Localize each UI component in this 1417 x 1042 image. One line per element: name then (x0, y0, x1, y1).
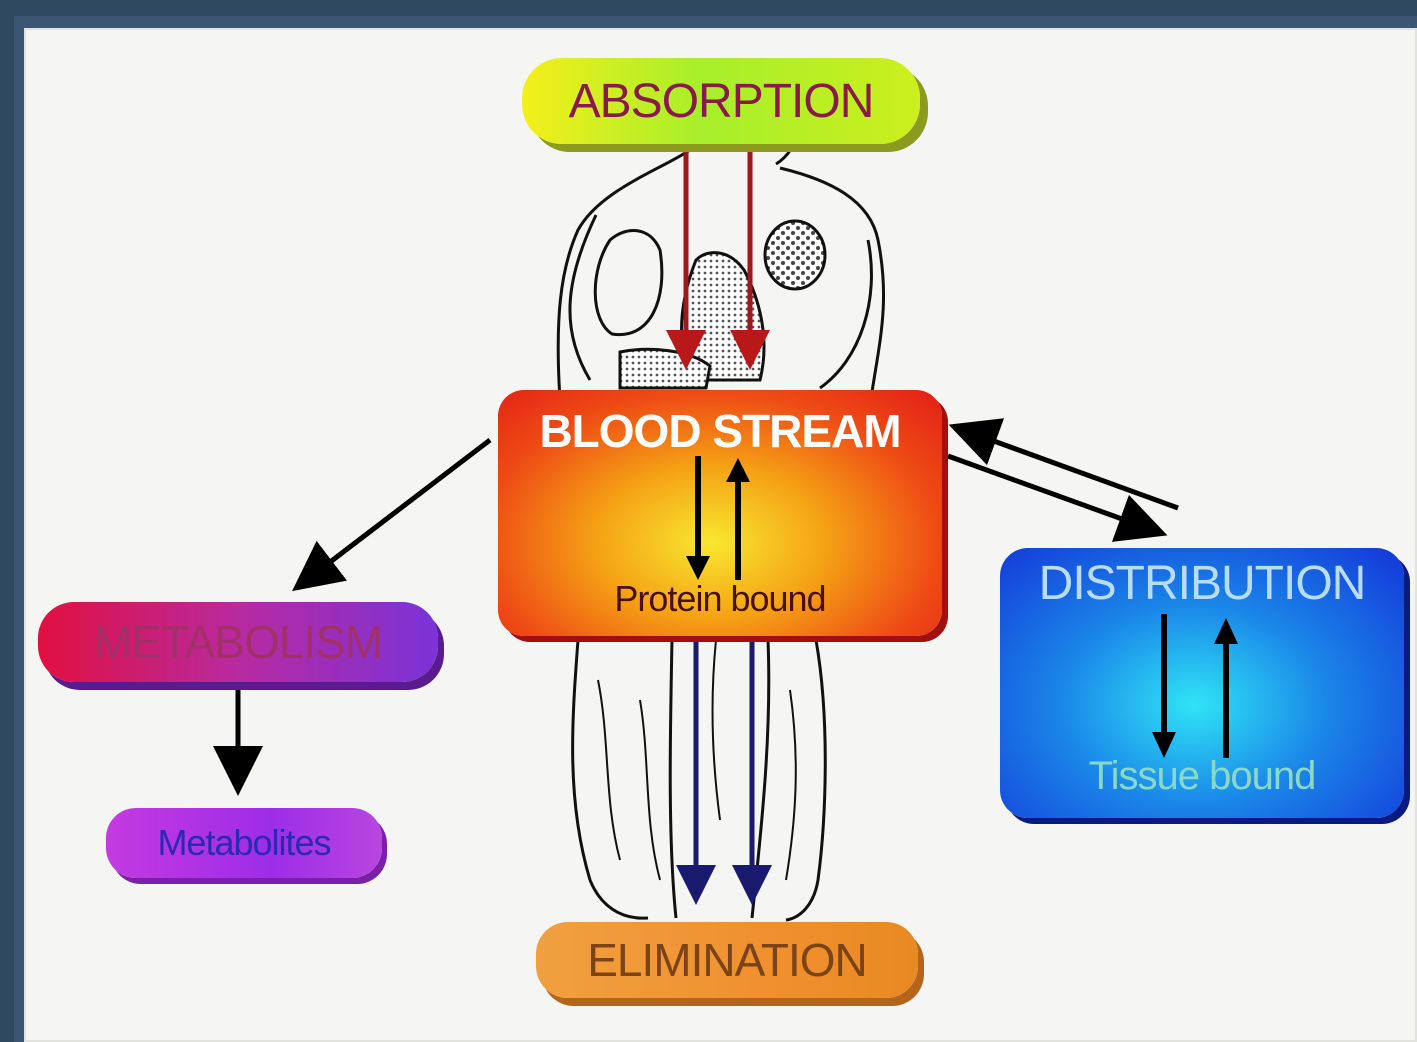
absorption-node: ABSORPTION (522, 58, 920, 144)
metabolism-node: METABOLISM (38, 602, 438, 682)
distribution-node: DISTRIBUTION Tissue bound (1000, 548, 1404, 818)
protein-binding-arrows (668, 448, 768, 588)
elimination-label: ELIMINATION (587, 933, 867, 987)
lung-left (595, 231, 662, 335)
absorption-label: ABSORPTION (569, 74, 874, 129)
arrow-blood-to-metabolism (300, 440, 490, 585)
left-leg-outline (573, 640, 648, 918)
protein-bound-label: Protein bound (498, 578, 942, 620)
arrow-blood-to-distribution (948, 456, 1158, 532)
metabolites-label: Metabolites (157, 822, 330, 864)
tissue-binding-arrows (1140, 610, 1250, 770)
tissue-bound-label: Tissue bound (1000, 754, 1404, 799)
right-leg-outline (752, 640, 769, 918)
blood-stream-node: BLOOD STREAM Protein bound (498, 390, 942, 636)
elimination-node: ELIMINATION (536, 922, 918, 998)
distribution-label: DISTRIBUTION (1000, 556, 1404, 611)
right-arm-outline (820, 240, 871, 388)
metabolism-label: METABOLISM (94, 615, 382, 669)
arrow-distribution-to-blood (958, 428, 1178, 508)
metabolites-node: Metabolites (106, 808, 382, 878)
stomach-organ (765, 221, 825, 289)
